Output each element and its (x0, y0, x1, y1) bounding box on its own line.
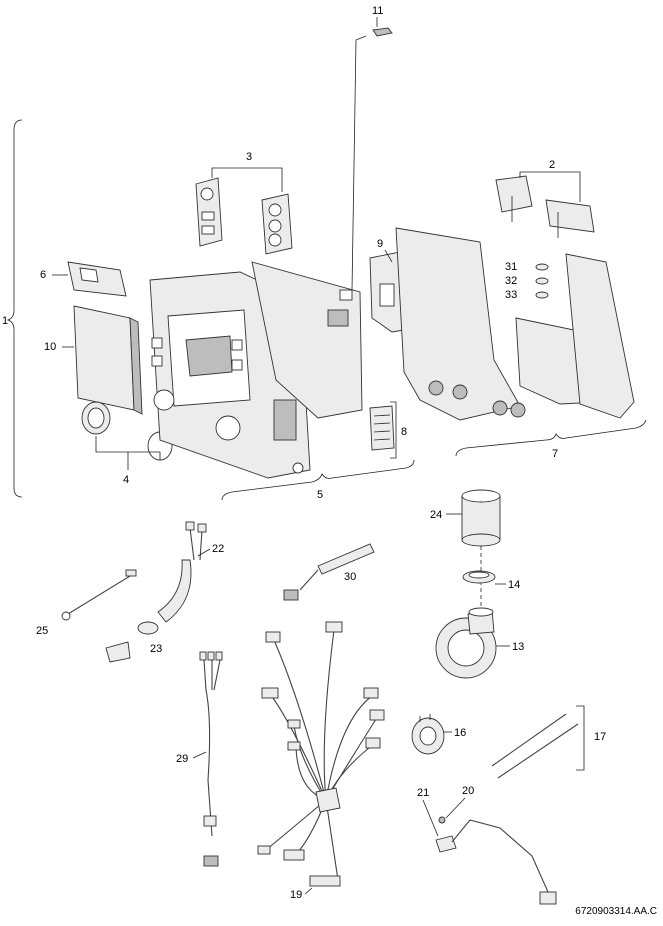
callout-25: 25 (36, 625, 48, 637)
part-21-probe (435, 819, 557, 905)
part-14-ring (462, 570, 496, 584)
callout-22: 22 (212, 543, 224, 555)
part-16-switch (411, 714, 445, 755)
callout-32: 32 (505, 275, 517, 287)
callout-2: 2 (549, 159, 555, 171)
callout-17: 17 (594, 731, 606, 743)
callout-31: 31 (505, 261, 517, 273)
part-25-wire (61, 569, 137, 621)
leader-11-long (351, 35, 367, 291)
bracket-8 (390, 401, 397, 459)
leader-9 (384, 249, 393, 263)
brace-7 (455, 419, 647, 457)
part-2-bracket (495, 175, 595, 238)
callout-1: 1 (2, 315, 8, 327)
part-20-screw (438, 816, 446, 824)
part-5-housing (149, 261, 363, 479)
leader-29 (192, 751, 207, 759)
callout-8: 8 (401, 426, 407, 438)
leader-22 (197, 548, 211, 557)
callout-10: 10 (44, 341, 56, 353)
part-24-cylinder (461, 489, 501, 547)
leader-2 (519, 171, 581, 202)
part-29-cable (199, 651, 223, 867)
callout-3: 3 (246, 151, 252, 163)
part-30-sensor (283, 543, 375, 601)
part-10-cover (73, 305, 143, 415)
brace-5 (221, 459, 415, 501)
callout-20: 20 (462, 785, 474, 797)
part-6-bracket (67, 261, 127, 297)
part-3-knobs (195, 177, 293, 255)
callout-30: 30 (344, 571, 356, 583)
callout-24: 24 (430, 509, 442, 521)
part-8-terminal (369, 405, 395, 451)
leader-21 (422, 799, 439, 837)
callout-4: 4 (123, 474, 129, 486)
part-17-rods (491, 713, 579, 779)
callout-21: 21 (417, 787, 429, 799)
part-13-fan (435, 607, 497, 679)
callout-11: 11 (372, 5, 383, 17)
callout-33: 33 (505, 289, 517, 301)
part-23-sensor (105, 621, 159, 663)
callout-6: 6 (40, 269, 46, 281)
part-7-chassis (395, 227, 635, 421)
part-11-clip (372, 27, 393, 37)
part-22-hose (157, 521, 207, 623)
callout-13: 13 (512, 641, 524, 653)
callout-19: 19 (290, 889, 302, 901)
callout-14: 14 (508, 579, 520, 591)
callout-9: 9 (377, 238, 383, 250)
callout-29: 29 (176, 753, 188, 765)
parts-31-33-pins (535, 263, 549, 299)
part-19-harness (257, 621, 385, 887)
callout-7: 7 (552, 448, 558, 460)
callout-23: 23 (150, 643, 162, 655)
reference-code: 6720903314.AA.C (575, 906, 657, 917)
leader-19 (304, 887, 313, 895)
leader-3 (211, 167, 283, 192)
bracket-1 (6, 119, 23, 498)
bracket-17 (576, 705, 585, 771)
callout-5: 5 (317, 489, 323, 501)
leader-20 (445, 797, 466, 819)
callout-16: 16 (454, 727, 466, 739)
